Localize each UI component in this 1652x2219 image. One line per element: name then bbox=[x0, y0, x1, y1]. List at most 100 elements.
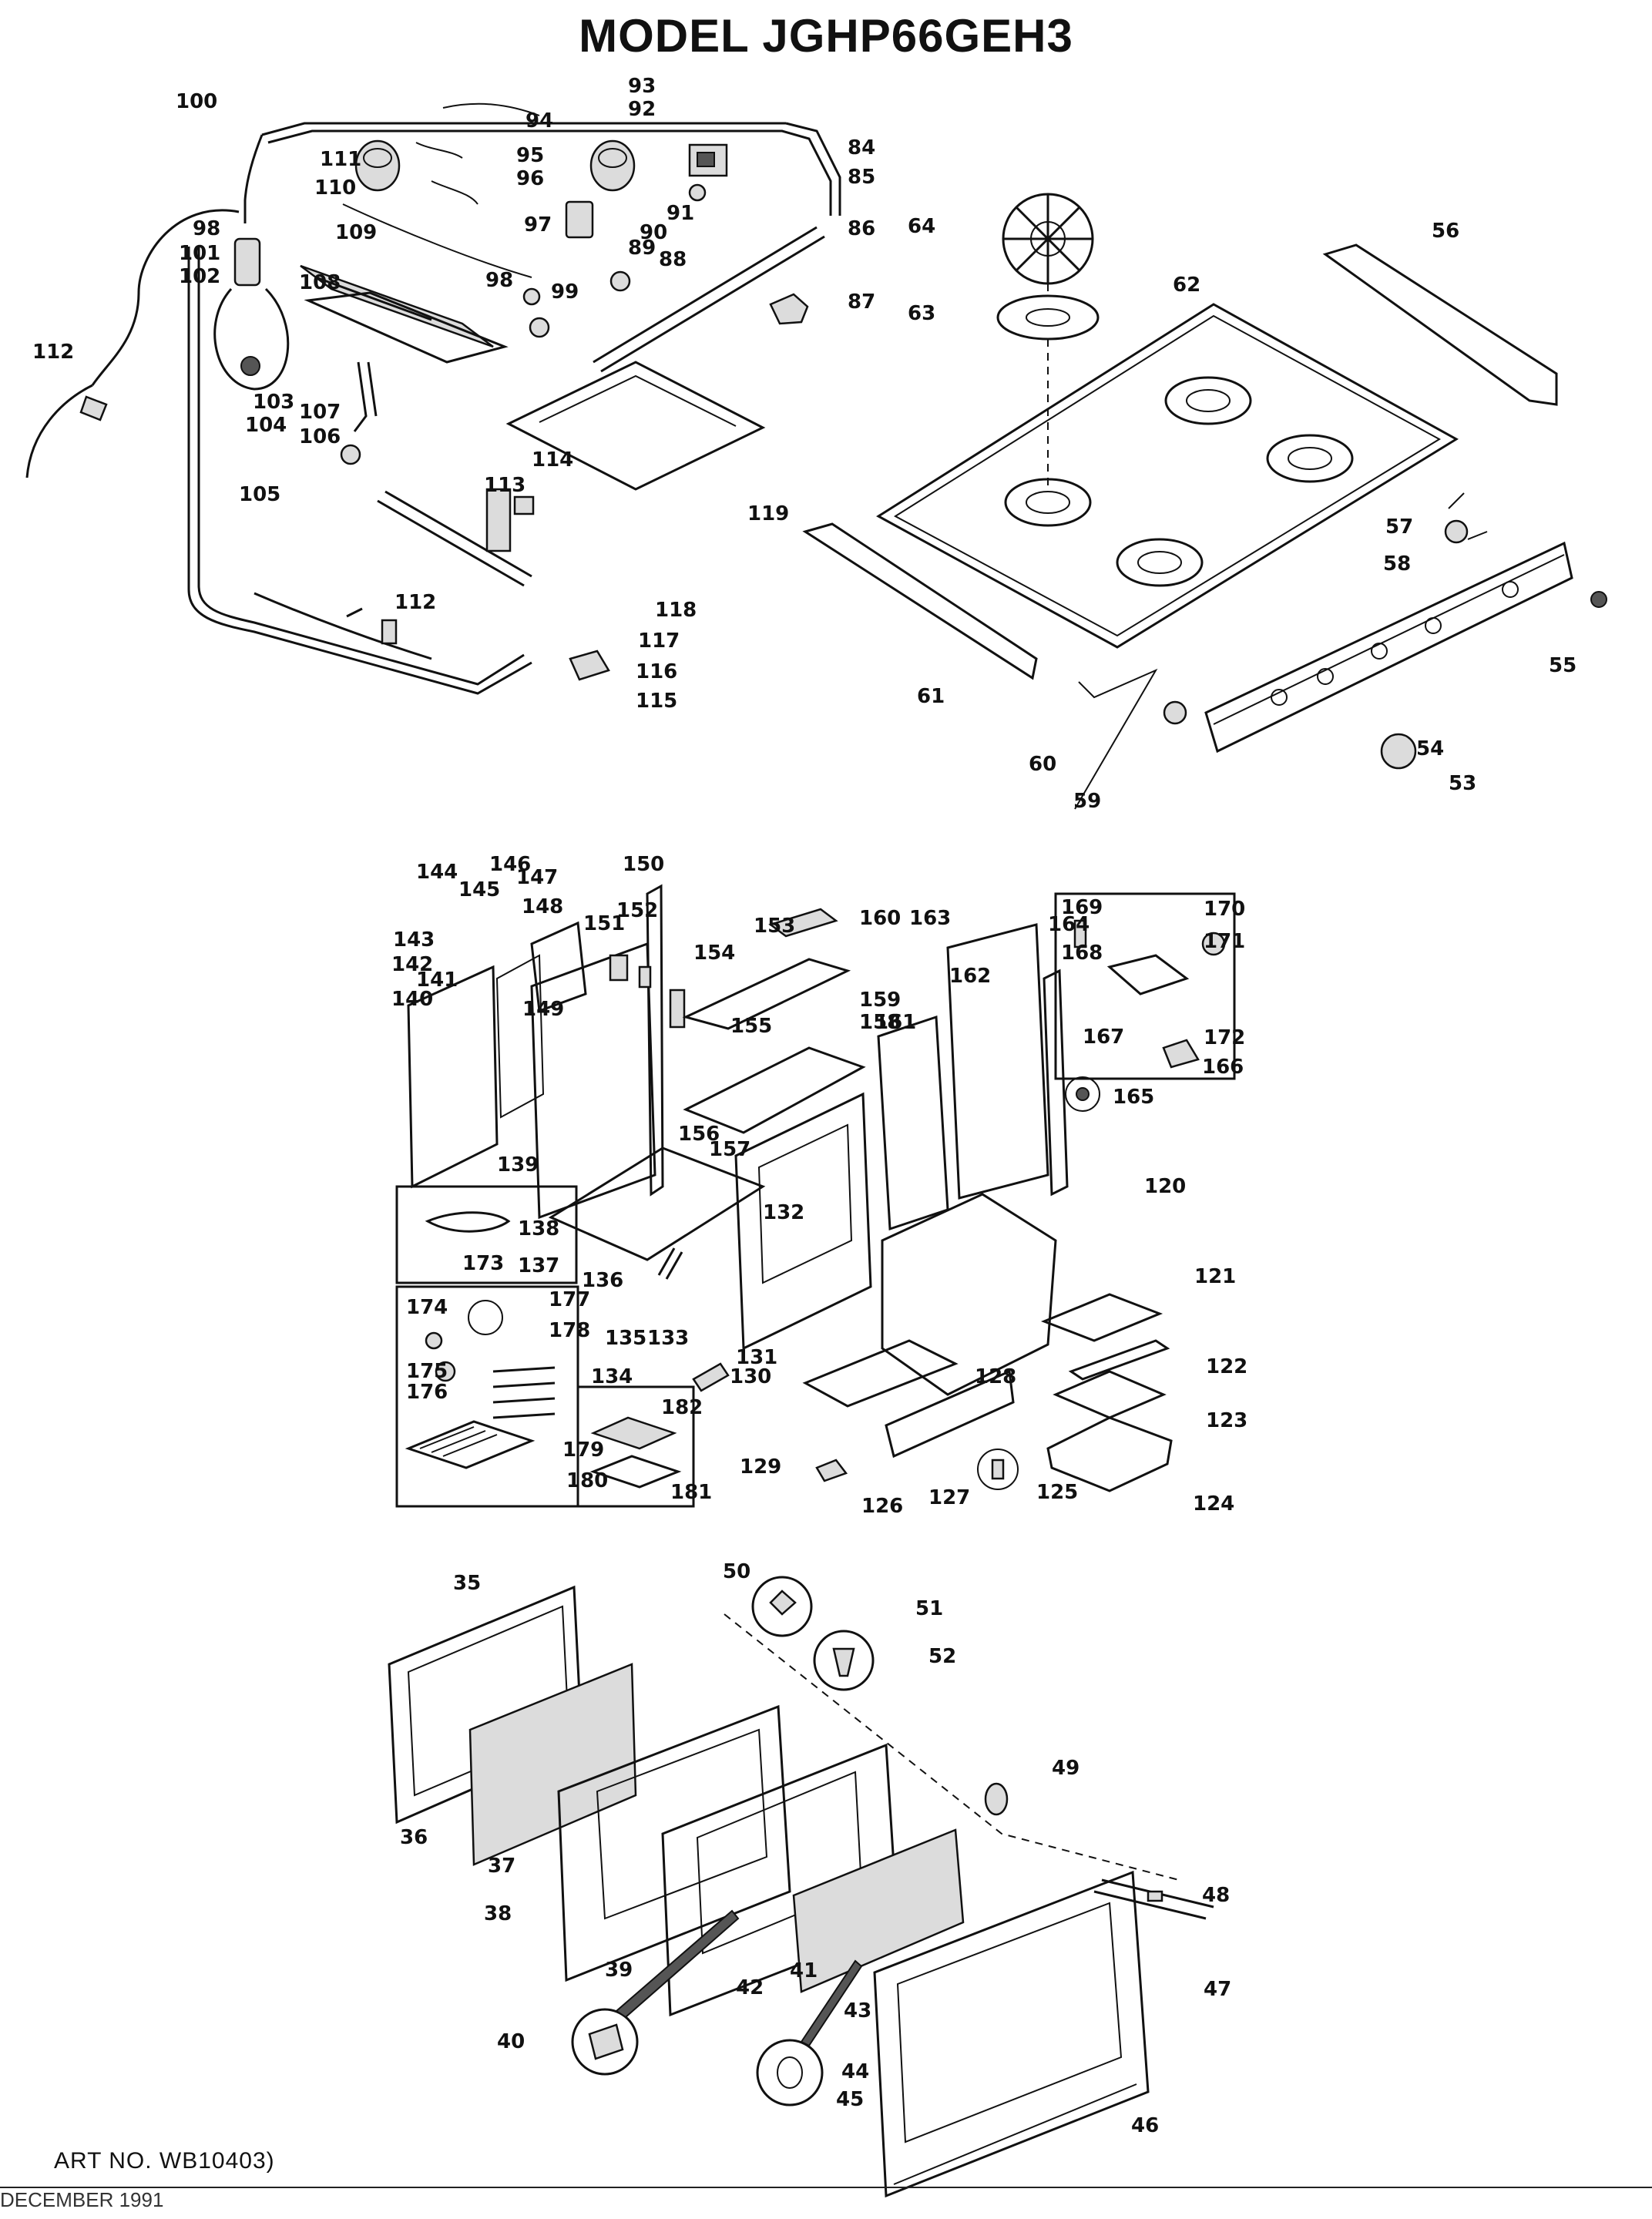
callout-59: 59 bbox=[1073, 790, 1101, 813]
rear-panel-162 bbox=[946, 923, 1049, 1200]
callout-149: 149 bbox=[522, 998, 564, 1021]
callout-101: 101 bbox=[179, 242, 220, 265]
callout-103: 103 bbox=[253, 391, 294, 414]
callout-44: 44 bbox=[841, 2060, 869, 2083]
callout-100: 100 bbox=[176, 90, 217, 113]
clip-126 bbox=[815, 1459, 848, 1482]
ignitor-cable-lower bbox=[254, 592, 432, 660]
screw-165 bbox=[1076, 1087, 1090, 1101]
callout-112: 112 bbox=[32, 341, 74, 364]
ignitor-169 bbox=[1073, 919, 1087, 948]
callout-165: 165 bbox=[1113, 1086, 1154, 1109]
ignitor-cable-upper bbox=[91, 209, 240, 386]
callout-43: 43 bbox=[844, 1999, 871, 2023]
callout-173: 173 bbox=[462, 1252, 504, 1275]
thermostat-detail-box bbox=[1054, 892, 1236, 1080]
callout-47: 47 bbox=[1204, 1978, 1231, 2001]
callout-169: 169 bbox=[1061, 896, 1103, 919]
main-gas-valve bbox=[233, 237, 261, 287]
callout-151: 151 bbox=[583, 912, 625, 935]
callout-135: 135 bbox=[605, 1327, 646, 1350]
oven-safety-valve bbox=[485, 488, 512, 552]
callout-166: 166 bbox=[1202, 1056, 1244, 1079]
callout-98: 98 bbox=[193, 217, 220, 240]
oven-door-assembly bbox=[388, 1576, 1214, 2198]
callout-86: 86 bbox=[848, 217, 875, 240]
callout-179: 179 bbox=[562, 1438, 604, 1462]
thermostat-bracket-167 bbox=[1106, 954, 1190, 995]
callout-150: 150 bbox=[623, 853, 664, 876]
callout-53: 53 bbox=[1449, 772, 1476, 795]
callout-140: 140 bbox=[391, 988, 433, 1011]
callout-168: 168 bbox=[1061, 942, 1103, 965]
callout-41: 41 bbox=[790, 1959, 818, 1982]
callout-87: 87 bbox=[848, 290, 875, 314]
callout-106: 106 bbox=[299, 425, 341, 448]
rear-frame-rail bbox=[646, 884, 664, 1197]
broil-pan-box bbox=[576, 1385, 695, 1508]
footer-text: DECEMBER 1991 bbox=[0, 2188, 164, 2211]
callout-117: 117 bbox=[638, 629, 680, 653]
callout-57: 57 bbox=[1385, 515, 1413, 539]
broil-pan-grid bbox=[590, 1416, 677, 1450]
callout-113: 113 bbox=[484, 474, 525, 497]
callout-42: 42 bbox=[736, 1976, 764, 1999]
callout-115: 115 bbox=[636, 690, 677, 713]
callout-54: 54 bbox=[1416, 737, 1444, 760]
callout-155: 155 bbox=[730, 1015, 772, 1038]
gas-pipe-86 bbox=[593, 226, 825, 373]
callout-109: 109 bbox=[335, 221, 377, 244]
drawer-panel-127 bbox=[885, 1369, 1015, 1459]
oven-burner-baffle bbox=[505, 361, 766, 491]
callout-39: 39 bbox=[605, 1959, 633, 1982]
callout-56: 56 bbox=[1432, 220, 1459, 243]
callout-167: 167 bbox=[1083, 1026, 1124, 1049]
cooktop-panel bbox=[876, 303, 1459, 649]
detail-grommet-44 bbox=[756, 2039, 824, 2107]
callout-36: 36 bbox=[400, 1826, 428, 1849]
callout-110: 110 bbox=[314, 176, 356, 200]
callout-134: 134 bbox=[591, 1365, 633, 1388]
callout-162: 162 bbox=[949, 965, 991, 988]
callout-107: 107 bbox=[299, 401, 341, 424]
callout-182: 182 bbox=[661, 1396, 703, 1419]
callout-49: 49 bbox=[1052, 1757, 1080, 1780]
callout-181: 181 bbox=[670, 1481, 712, 1504]
callout-40: 40 bbox=[497, 2030, 525, 2053]
detail-pin-40 bbox=[571, 2008, 639, 2076]
sensor-171 bbox=[1201, 932, 1226, 956]
callout-159: 159 bbox=[859, 989, 901, 1012]
callout-55: 55 bbox=[1549, 654, 1576, 677]
callout-139: 139 bbox=[497, 1153, 539, 1177]
door-hinge bbox=[692, 1362, 730, 1392]
insulation-41 bbox=[792, 1828, 965, 1993]
callout-89: 89 bbox=[628, 237, 656, 260]
pressure-regulator bbox=[688, 143, 728, 177]
callout-176: 176 bbox=[406, 1381, 448, 1404]
vent-cover-160 bbox=[768, 908, 838, 938]
callout-124: 124 bbox=[1193, 1492, 1234, 1516]
callout-180: 180 bbox=[566, 1469, 608, 1492]
switch-bracket-148 bbox=[530, 921, 587, 1013]
callout-105: 105 bbox=[239, 483, 280, 506]
oven-body-assembly bbox=[395, 884, 1236, 1508]
callout-111: 111 bbox=[320, 148, 361, 171]
callout-130: 130 bbox=[730, 1365, 771, 1388]
callout-98: 98 bbox=[485, 269, 513, 292]
callout-45: 45 bbox=[836, 2088, 864, 2111]
rack-rails-179 bbox=[492, 1366, 556, 1419]
callout-84: 84 bbox=[848, 136, 875, 159]
wire-harness-box bbox=[395, 1185, 578, 1284]
door-spring bbox=[657, 1247, 683, 1280]
callout-175: 175 bbox=[406, 1360, 448, 1383]
callout-52: 52 bbox=[928, 1645, 956, 1668]
drawer-rail-122 bbox=[1068, 1339, 1170, 1381]
knob-insert bbox=[1590, 591, 1607, 608]
callout-160: 160 bbox=[859, 907, 901, 930]
callout-136: 136 bbox=[582, 1269, 623, 1292]
callout-145: 145 bbox=[458, 878, 500, 901]
callout-171: 171 bbox=[1204, 930, 1245, 953]
callout-118: 118 bbox=[655, 599, 697, 622]
callout-121: 121 bbox=[1194, 1265, 1236, 1288]
